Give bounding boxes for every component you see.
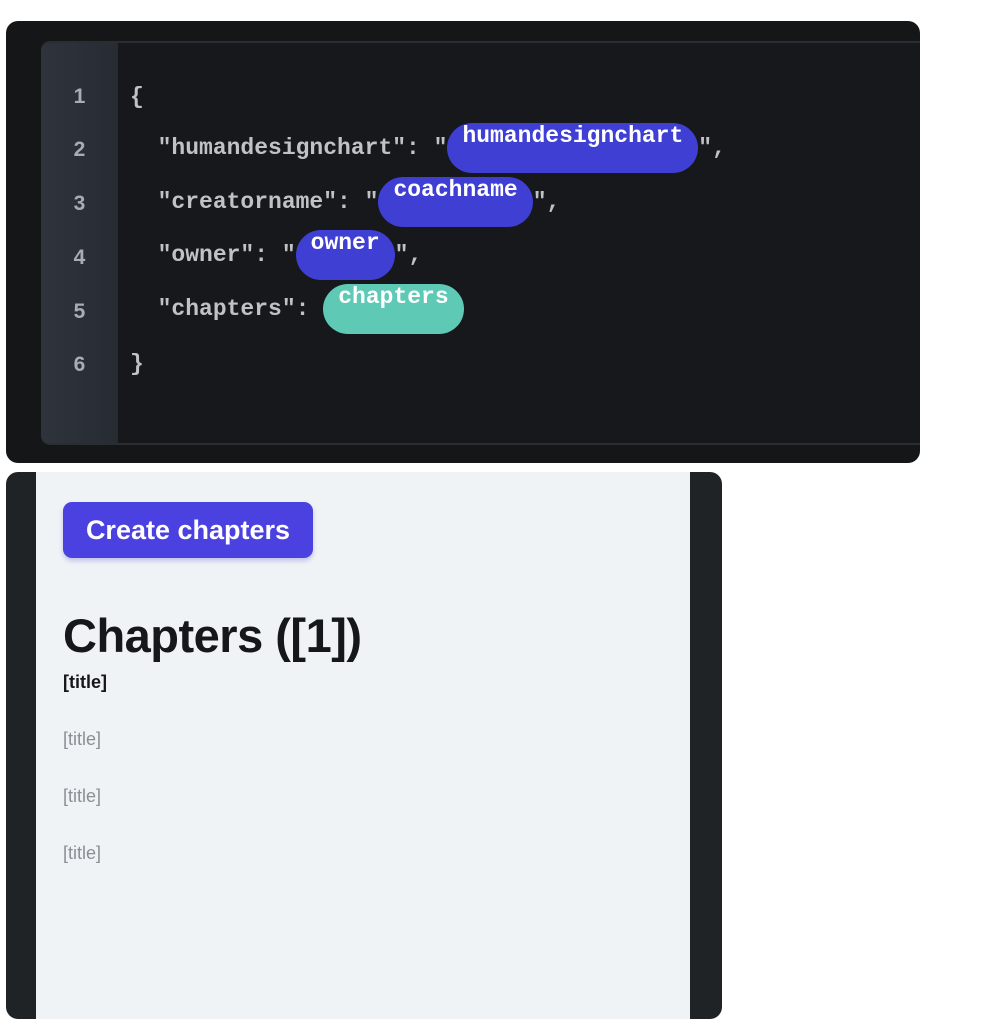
code-text: "creatorname": " <box>130 189 379 215</box>
code-line: "chapters": chapters <box>130 284 464 334</box>
code-text: "humandesignchart": " <box>130 135 448 161</box>
code-text: ", <box>532 189 561 215</box>
code-text: ", <box>394 242 423 268</box>
line-number: 2 <box>73 138 86 161</box>
code-line: { <box>130 72 144 122</box>
code-editor-panel: 1 2 3 4 5 6 { "humandesignchart": "human… <box>6 21 920 463</box>
code-text: { <box>130 84 144 110</box>
json-editor[interactable]: 1 2 3 4 5 6 { "humandesignchart": "human… <box>41 41 920 445</box>
chapters-heading: Chapters ([1]) <box>63 609 362 662</box>
create-chapters-button[interactable]: Create chapters <box>63 502 313 558</box>
chapter-title[interactable]: [title] <box>63 672 107 692</box>
line-number-gutter: 1 2 3 4 5 6 <box>41 43 118 443</box>
line-number: 1 <box>73 85 86 108</box>
line-number: 6 <box>73 353 86 376</box>
code-line: "creatorname": "coachname", <box>130 177 560 227</box>
chapter-title[interactable]: [title] <box>63 729 102 749</box>
preview-page: Create chapters Chapters ([1]) [title] [… <box>36 472 690 1019</box>
line-number: 3 <box>73 192 86 215</box>
code-text: } <box>130 351 144 377</box>
preview-panel: Create chapters Chapters ([1]) [title] [… <box>6 472 722 1019</box>
code-line: } <box>130 339 144 389</box>
code-text: ", <box>698 135 726 161</box>
variable-pill-owner[interactable]: owner <box>295 230 395 280</box>
code-line: "owner": "owner", <box>130 230 422 280</box>
line-number: 4 <box>73 246 86 269</box>
variable-pill-humandesignchart[interactable]: humandesignchart <box>447 123 699 173</box>
variable-pill-chapters[interactable]: chapters <box>323 284 464 334</box>
line-number: 5 <box>73 300 86 323</box>
code-text: "owner": " <box>130 242 296 268</box>
code-line: "humandesignchart": "humandesignchart", <box>130 123 726 173</box>
chapter-title[interactable]: [title] <box>63 843 102 863</box>
chapter-title[interactable]: [title] <box>63 786 102 806</box>
code-text: "chapters": <box>130 296 324 322</box>
variable-pill-coachname[interactable]: coachname <box>378 177 533 227</box>
